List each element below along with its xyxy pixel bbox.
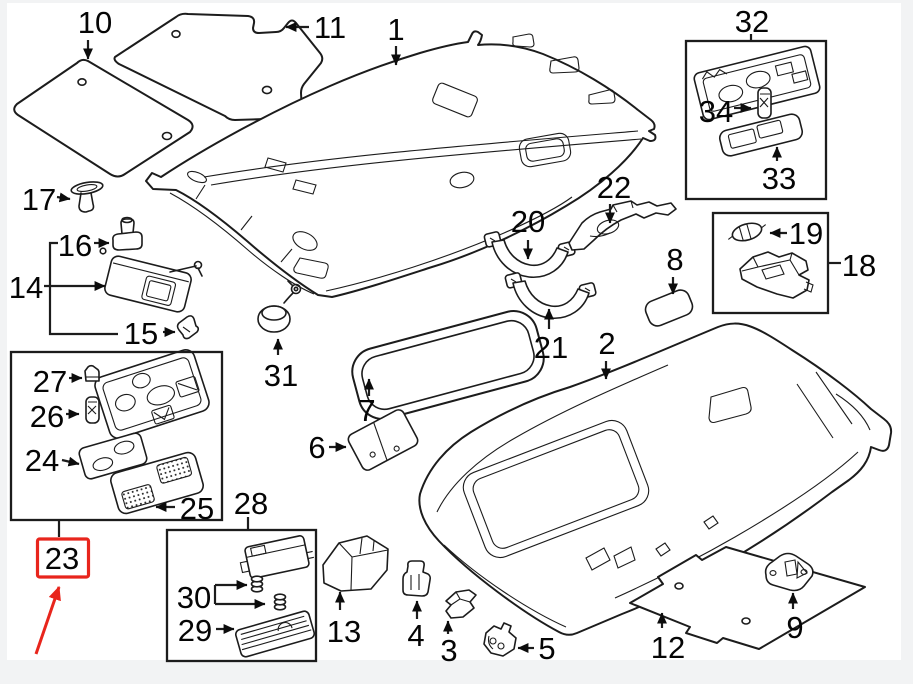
highlighted-callout-23[interactable]: 23: [34, 537, 91, 655]
part-1-drawing: [145, 30, 657, 298]
part-33-drawing: [718, 113, 804, 157]
callout-31[interactable]: 31: [264, 358, 298, 393]
highlight-arrow: [34, 585, 61, 655]
part-30-drawing: [250, 575, 287, 611]
part-6-drawing: [347, 409, 419, 471]
part-24-drawing: [78, 432, 148, 480]
highlight-box-23[interactable]: [35, 537, 91, 579]
leader-lines: [44, 22, 841, 653]
callout-32[interactable]: 32: [735, 4, 769, 39]
callout-labels: 10 11 1 17 16 14 15 31 7 6 20 21 22 8 2 …: [9, 4, 876, 668]
callout-7[interactable]: 7: [358, 393, 375, 428]
callout-22[interactable]: 22: [597, 170, 631, 205]
group-box-18: [711, 211, 830, 315]
callout-27[interactable]: 27: [33, 364, 67, 399]
group-box-32: [684, 39, 828, 201]
callout-4[interactable]: 4: [407, 618, 424, 653]
callout-26[interactable]: 26: [30, 399, 64, 434]
callout-29[interactable]: 29: [178, 613, 212, 648]
part-27-drawing: [84, 364, 100, 382]
part-16-drawing: [112, 216, 143, 251]
group-box-28: [165, 528, 318, 663]
callout-13[interactable]: 13: [327, 614, 361, 649]
callout-34[interactable]: 34: [699, 94, 733, 129]
group-box-23: [9, 350, 224, 522]
part-21-drawing: [504, 272, 597, 319]
part-14-drawing: [99, 247, 203, 313]
leader-24: [61, 456, 80, 467]
callout-3[interactable]: 3: [440, 633, 457, 668]
part-29-drawing: [234, 610, 316, 658]
callout-17[interactable]: 17: [22, 182, 56, 217]
part-31-drawing: [257, 280, 302, 333]
part-26-drawing: [85, 396, 100, 424]
part-34-drawing: [757, 87, 772, 119]
callout-20[interactable]: 20: [511, 204, 545, 239]
part-4-drawing: [402, 560, 432, 597]
callout-11[interactable]: 11: [314, 10, 346, 45]
part-23-group-drawing: [78, 349, 210, 515]
group-boxes: [9, 39, 830, 663]
callout-30[interactable]: 30: [177, 580, 211, 615]
part-10-drawing: [13, 58, 194, 178]
part-18-group-drawing: [727, 222, 814, 299]
callout-12[interactable]: 12: [651, 630, 685, 665]
part-32-group-drawing: [693, 45, 821, 157]
callout-19[interactable]: 19: [789, 216, 823, 251]
callout-8[interactable]: 8: [666, 242, 683, 277]
leader-bracket-14: [48, 241, 118, 336]
callout-6[interactable]: 6: [308, 430, 325, 465]
part-15-drawing: [176, 315, 200, 340]
callout-1[interactable]: 1: [387, 12, 404, 47]
part-13-drawing: [322, 535, 389, 592]
callout-5[interactable]: 5: [538, 631, 555, 666]
part-drawings: [13, 12, 893, 658]
part-17-drawing: [70, 181, 104, 213]
part-28-group-drawing: [234, 535, 316, 658]
callout-15[interactable]: 15: [124, 316, 158, 351]
callout-24[interactable]: 24: [25, 443, 59, 478]
part-9-drawing: [764, 552, 814, 592]
callout-10[interactable]: 10: [78, 5, 112, 40]
part-8-drawing: [644, 289, 694, 327]
callout-14[interactable]: 14: [9, 270, 43, 305]
part-5-drawing: [483, 622, 517, 657]
callout-9[interactable]: 9: [786, 610, 803, 645]
part-25-drawing: [110, 451, 204, 515]
leader-17: [56, 192, 71, 203]
callout-2[interactable]: 2: [598, 326, 615, 361]
callout-25[interactable]: 25: [180, 491, 214, 526]
callout-21[interactable]: 21: [534, 330, 568, 365]
part-19-drawing: [727, 222, 767, 242]
callout-16[interactable]: 16: [58, 228, 92, 263]
part-20-drawing: [483, 231, 576, 278]
callout-28[interactable]: 28: [234, 486, 268, 521]
part-22-drawing: [568, 200, 677, 251]
part-3-drawing: [445, 589, 477, 619]
part-2-drawing: [418, 322, 893, 636]
callout-23[interactable]: 23: [45, 541, 79, 576]
callout-33[interactable]: 33: [762, 161, 796, 196]
callout-18[interactable]: 18: [842, 248, 876, 283]
